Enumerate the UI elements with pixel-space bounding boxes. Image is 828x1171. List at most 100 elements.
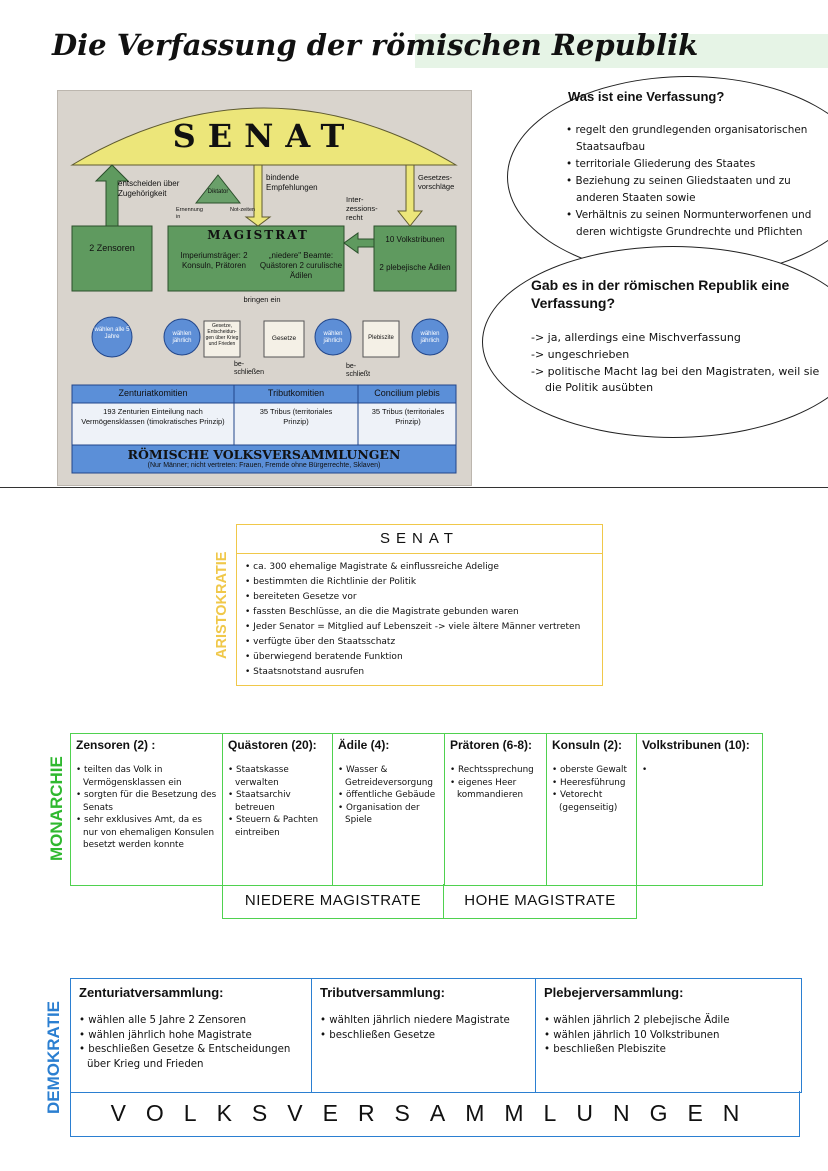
magistrate-item: Organisation der Spiele <box>338 802 439 827</box>
diagram-label-interzession: Inter-zessions-recht <box>346 195 378 222</box>
diagram-waehlen-j2: wählen jährlich <box>323 331 343 344</box>
assembly-item: wählen jährlich 10 Volkstribunen <box>544 1029 793 1044</box>
section-divider <box>0 487 828 488</box>
assemblies-table: Zenturiatversammlung: wählen alle 5 Jahr… <box>70 978 802 1093</box>
diagram-senat: SENAT <box>172 117 357 155</box>
diagram-waehlen-j3: wählen jährlich <box>420 331 440 344</box>
diagram-plebejische-aedilen: 2 plebejische Ädilen <box>379 263 451 272</box>
magistrate-item: Heeresführung <box>552 777 631 790</box>
q1-item: Beziehung zu seinen Gliedstaaten und zu … <box>566 173 828 207</box>
senat-item: ca. 300 ehemalige Magistrate & einflussr… <box>245 560 602 575</box>
diagram-niedere: „niedere" Beamte: Quästoren 2 curulische… <box>259 251 343 280</box>
question-1-list: regelt den grundlegenden organisatorisch… <box>566 122 828 241</box>
q1-item: regelt den grundlegenden organisatorisch… <box>566 122 828 156</box>
magistrate-column-aedile: Ädile (4): Wasser & Getreideversorgungöf… <box>333 734 445 885</box>
magistrate-heading: Zensoren (2) : <box>76 738 156 752</box>
magistrate-item: öffentliche Gebäude <box>338 789 439 802</box>
senat-item: bereiteten Gesetze vor <box>245 590 602 605</box>
magistrate-item: oberste Gewalt <box>552 764 631 777</box>
magistrate-item: Steuern & Pachten eintreiben <box>228 814 327 839</box>
diagram-concilium: Concilium plebis <box>374 388 440 398</box>
diagram-concilium-desc: 35 Tribus (territoriales Prinzip) <box>371 407 445 426</box>
question-2-answer-3: -> politische Macht lag bei den Magistra… <box>531 365 820 394</box>
diagram-volks-note: (Nur Männer; nicht vertreten: Frauen, Fr… <box>147 462 381 469</box>
q1-item: Verhältnis zu seinen Normunterworfenen u… <box>566 207 828 241</box>
diagram-label-zugehoerigkeit: entscheiden über Zugehörigkeit <box>118 179 180 198</box>
niedere-magistrate-label: NIEDERE MAGISTRATE <box>222 884 444 919</box>
diagram-volkstribunen: 10 Volkstribunen <box>385 235 445 244</box>
diagram-waehlen-5: wählen alle 5 Jahre <box>94 327 130 340</box>
diagram-beschliesst: be-schließt <box>346 363 371 378</box>
senat-item: bestimmten die Richtlinie der Politik <box>245 575 602 590</box>
question-1-title: Was ist eine Verfassung? <box>568 89 725 104</box>
magistrate-heading: Volkstribunen (10): <box>642 738 750 752</box>
magistrate-heading: Ädile (4): <box>338 738 390 752</box>
monarchie-label: MONARCHIE <box>47 756 66 861</box>
magistrate-heading: Quästoren (20): <box>228 738 317 752</box>
magistrate-item: eigenes Heer kommandieren <box>450 777 541 802</box>
assembly-heading: Zenturiatversammlung: <box>79 985 224 1000</box>
senat-item: Jeder Senator = Mitglied auf Lebenszeit … <box>245 620 602 635</box>
diagram-diktator: Diktator <box>207 189 229 195</box>
magistrate-heading: Prätoren (6-8): <box>450 738 533 752</box>
question-2-title: Gab es in der römischen Republik eine Ve… <box>531 277 790 311</box>
assembly-column-plebejer: Plebejerversammlung: wählen jährlich 2 p… <box>536 979 801 1092</box>
diagram-zenturiatkomitien: Zenturiatkomitien <box>118 388 188 398</box>
diagram-label-gesetzesvorschlaege: Gesetzes-vorschläge <box>418 173 455 191</box>
question-2-answer-2: -> ungeschrieben <box>531 348 630 361</box>
magistrate-item: Rechtssprechung <box>450 764 541 777</box>
diagram-beschliessen: be-schließen <box>234 361 264 376</box>
magistrate-groups: NIEDERE MAGISTRATE HOHE MAGISTRATE <box>222 884 637 919</box>
assembly-heading: Plebejerversammlung: <box>544 985 684 1000</box>
diagram-gesetze: Gesetze <box>271 335 297 342</box>
magistrates-table: Zensoren (2) : teilten das Volk in Vermö… <box>70 733 763 886</box>
magistrate-item: Staatsarchiv betreuen <box>228 789 327 814</box>
senat-list: ca. 300 ehemalige Magistrate & einflussr… <box>237 554 602 680</box>
senat-item: Staatsnotstand ausrufen <box>245 665 602 680</box>
magistrate-item: Vetorecht (gegenseitig) <box>552 789 631 814</box>
magistrate-column-konsuln: Konsuln (2): oberste GewaltHeeresführung… <box>547 734 637 885</box>
assembly-column-tribut: Tributversammlung: wählten jährlich nied… <box>312 979 536 1092</box>
assembly-heading: Tributversammlung: <box>320 985 445 1000</box>
constitution-diagram-photo: SENAT entscheiden über Zugehörigkeit bin… <box>57 90 472 486</box>
magistrate-column-quaestoren: Quästoren (20): Staatskasse verwaltenSta… <box>223 734 333 885</box>
magistrate-item <box>642 764 757 777</box>
diagram-zenturien-desc: 193 Zenturien Einteilung nach Vermögensk… <box>81 407 225 426</box>
magistrate-heading: Konsuln (2): <box>552 738 622 752</box>
page-title: Die Verfassung der römischen Republik <box>52 28 699 62</box>
diagram-plebiszite: Plebiszite <box>368 335 394 341</box>
senat-item: verfügte über den Staatsschatz <box>245 635 602 650</box>
magistrate-item: teilten das Volk in Vermögensklassen ein <box>76 764 217 789</box>
diagram-gesetze-krieg: Gesetze, Entscheidun-gen über Krieg und … <box>205 323 239 347</box>
diagram-bringen-ein: bringen ein <box>243 295 281 304</box>
senat-box: SENAT ca. 300 ehemalige Magistrate & ein… <box>236 524 603 686</box>
diagram-ernennung: Ernennung in <box>176 207 203 220</box>
senat-item: überwiegend beratende Funktion <box>245 650 602 665</box>
diagram-waehlen-j1: wählen jährlich <box>172 331 192 344</box>
demokratie-label: DEMOKRATIE <box>44 1000 63 1114</box>
aristokratie-label: ARISTOKRATIE <box>214 551 230 659</box>
volksversammlungen-footer: VOLKSVERSAMMLUNGEN <box>70 1091 800 1137</box>
magistrate-item: sorgten für die Besetzung des Senats <box>76 789 217 814</box>
question-oval-2 <box>482 246 828 438</box>
assembly-column-zenturiat: Zenturiatversammlung: wählen alle 5 Jahr… <box>71 979 312 1092</box>
assembly-item: wählen alle 5 Jahre 2 Zensoren <box>79 1014 303 1029</box>
question-2-answer-1: -> ja, allerdings eine Mischverfassung <box>531 331 741 344</box>
diagram-magistrat: MAGISTRAT <box>207 228 309 242</box>
magistrate-item: Wasser & Getreideversorgung <box>338 764 439 789</box>
diagram-volksversammlungen: RÖMISCHE VOLKSVERSAMMLUNGEN <box>127 447 401 462</box>
diagram-tributkomitien: Tributkomitien <box>267 388 325 398</box>
magistrate-column-volkstribunen: Volkstribunen (10): <box>637 734 762 885</box>
diagram-notzeiten: Not-zeiten <box>230 207 256 213</box>
hohe-magistrate-label: HOHE MAGISTRATE <box>444 884 637 919</box>
assembly-item: wählten jährlich niedere Magistrate <box>320 1014 527 1029</box>
diagram-label-empfehlungen: bindende Empfehlungen <box>266 173 318 192</box>
diagram-shapes <box>70 107 458 474</box>
senat-heading: SENAT <box>237 525 602 554</box>
assembly-item: wählen jährlich hohe Magistrate <box>79 1029 303 1044</box>
diagram-zensoren: 2 Zensoren <box>89 243 135 253</box>
assembly-item: beschließen Gesetze <box>320 1029 527 1044</box>
magistrate-item: Staatskasse verwalten <box>228 764 327 789</box>
magistrate-column-zensoren: Zensoren (2) : teilten das Volk in Vermö… <box>71 734 223 885</box>
assembly-item: beschließen Plebiszite <box>544 1043 793 1058</box>
